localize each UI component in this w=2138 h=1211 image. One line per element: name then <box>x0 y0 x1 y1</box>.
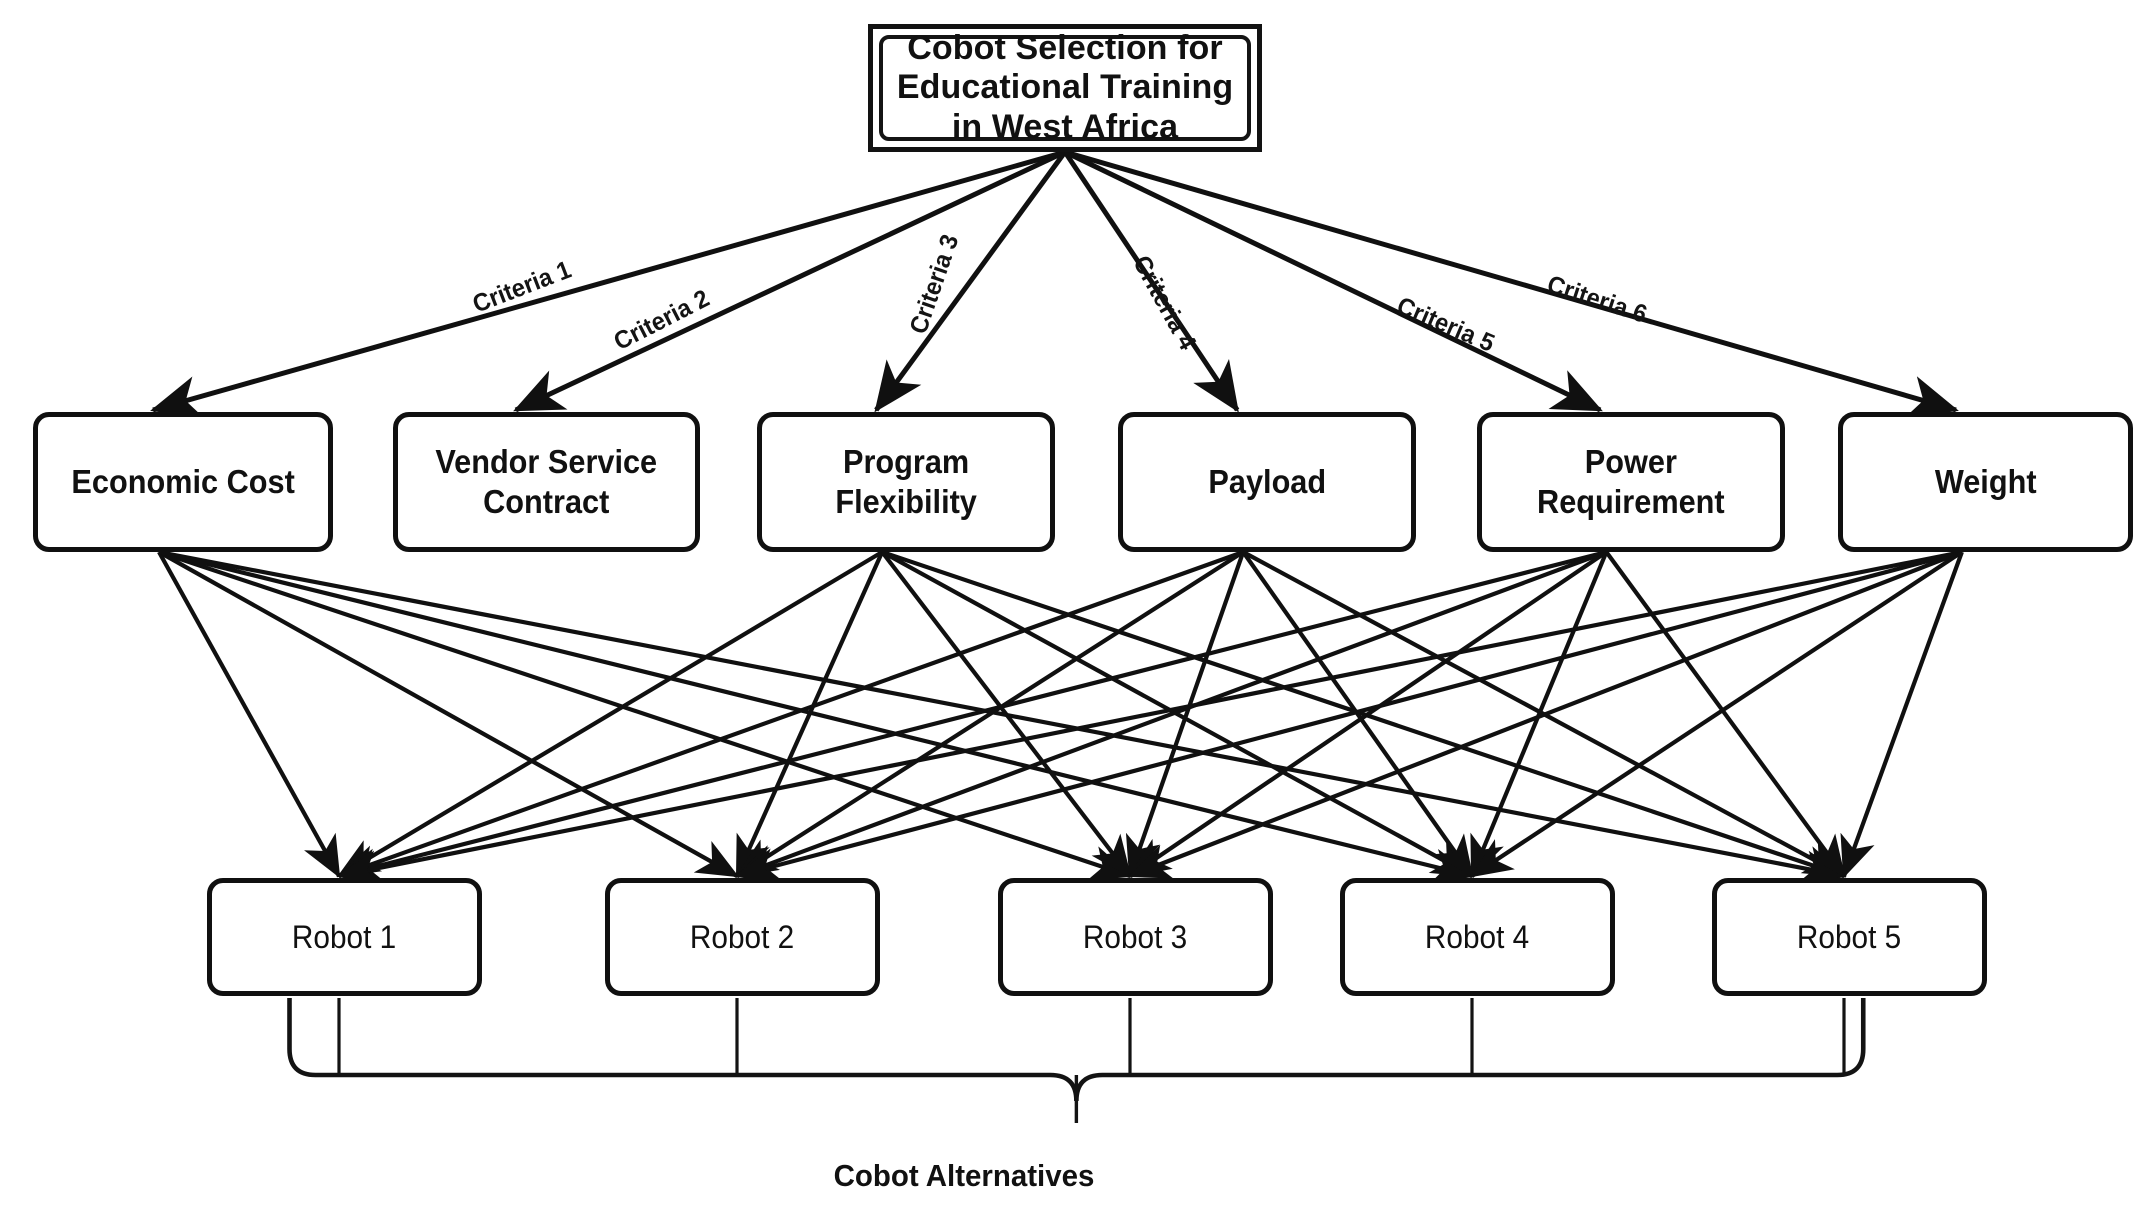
criteria-node-label: Payload <box>1208 463 1326 501</box>
alternative-node-label: Robot 5 <box>1797 918 1902 955</box>
criteria-node-weight[interactable]: Weight <box>1838 412 2133 552</box>
alternative-node-robot-1[interactable]: Robot 1 <box>207 878 482 996</box>
criteria-node-label: Power Requirement <box>1537 443 1725 520</box>
edge-label-criteria-2: Criteria 2 <box>609 284 714 357</box>
goal-node-frame: Cobot Selection for Educational Training… <box>879 29 1251 146</box>
alternative-node-label: Robot 1 <box>292 918 397 955</box>
criteria-node-label: Vendor Service Contract <box>435 443 658 520</box>
goal-node[interactable]: Cobot Selection for Educational Training… <box>868 24 1262 152</box>
alternative-node-label: Robot 4 <box>1425 918 1530 955</box>
alternative-node-robot-3[interactable]: Robot 3 <box>998 878 1273 996</box>
criteria-node-label: Economic Cost <box>71 463 295 501</box>
edge-label-criteria-3: Criteria 3 <box>904 230 965 338</box>
criteria-node-economic-cost[interactable]: Economic Cost <box>33 412 333 552</box>
alternative-node-label: Robot 2 <box>690 918 795 955</box>
edge-label-criteria-6: Criteria 6 <box>1543 270 1651 329</box>
criteria-node-power-requirement[interactable]: Power Requirement <box>1477 412 1785 552</box>
alternative-node-robot-2[interactable]: Robot 2 <box>605 878 880 996</box>
criteria-node-label: Program Flexibility <box>835 443 977 520</box>
criteria-node-program-flexibility[interactable]: Program Flexibility <box>757 412 1055 552</box>
alternatives-group-caption: Cobot Alternatives <box>833 1158 1095 1193</box>
alternative-node-label: Robot 3 <box>1083 918 1188 955</box>
criteria-node-payload[interactable]: Payload <box>1118 412 1416 552</box>
criteria-node-vendor-service-contract[interactable]: Vendor Service Contract <box>393 412 700 552</box>
edge-label-criteria-5: Criteria 5 <box>1392 291 1499 358</box>
criteria-node-label: Weight <box>1934 463 2037 501</box>
alternative-node-robot-4[interactable]: Robot 4 <box>1340 878 1615 996</box>
goal-node-label: Cobot Selection for Educational Training… <box>896 28 1234 146</box>
alternative-node-robot-5[interactable]: Robot 5 <box>1712 878 1987 996</box>
edge-label-criteria-4: Criteria 4 <box>1127 250 1202 355</box>
edge-label-criteria-1: Criteria 1 <box>468 255 575 319</box>
